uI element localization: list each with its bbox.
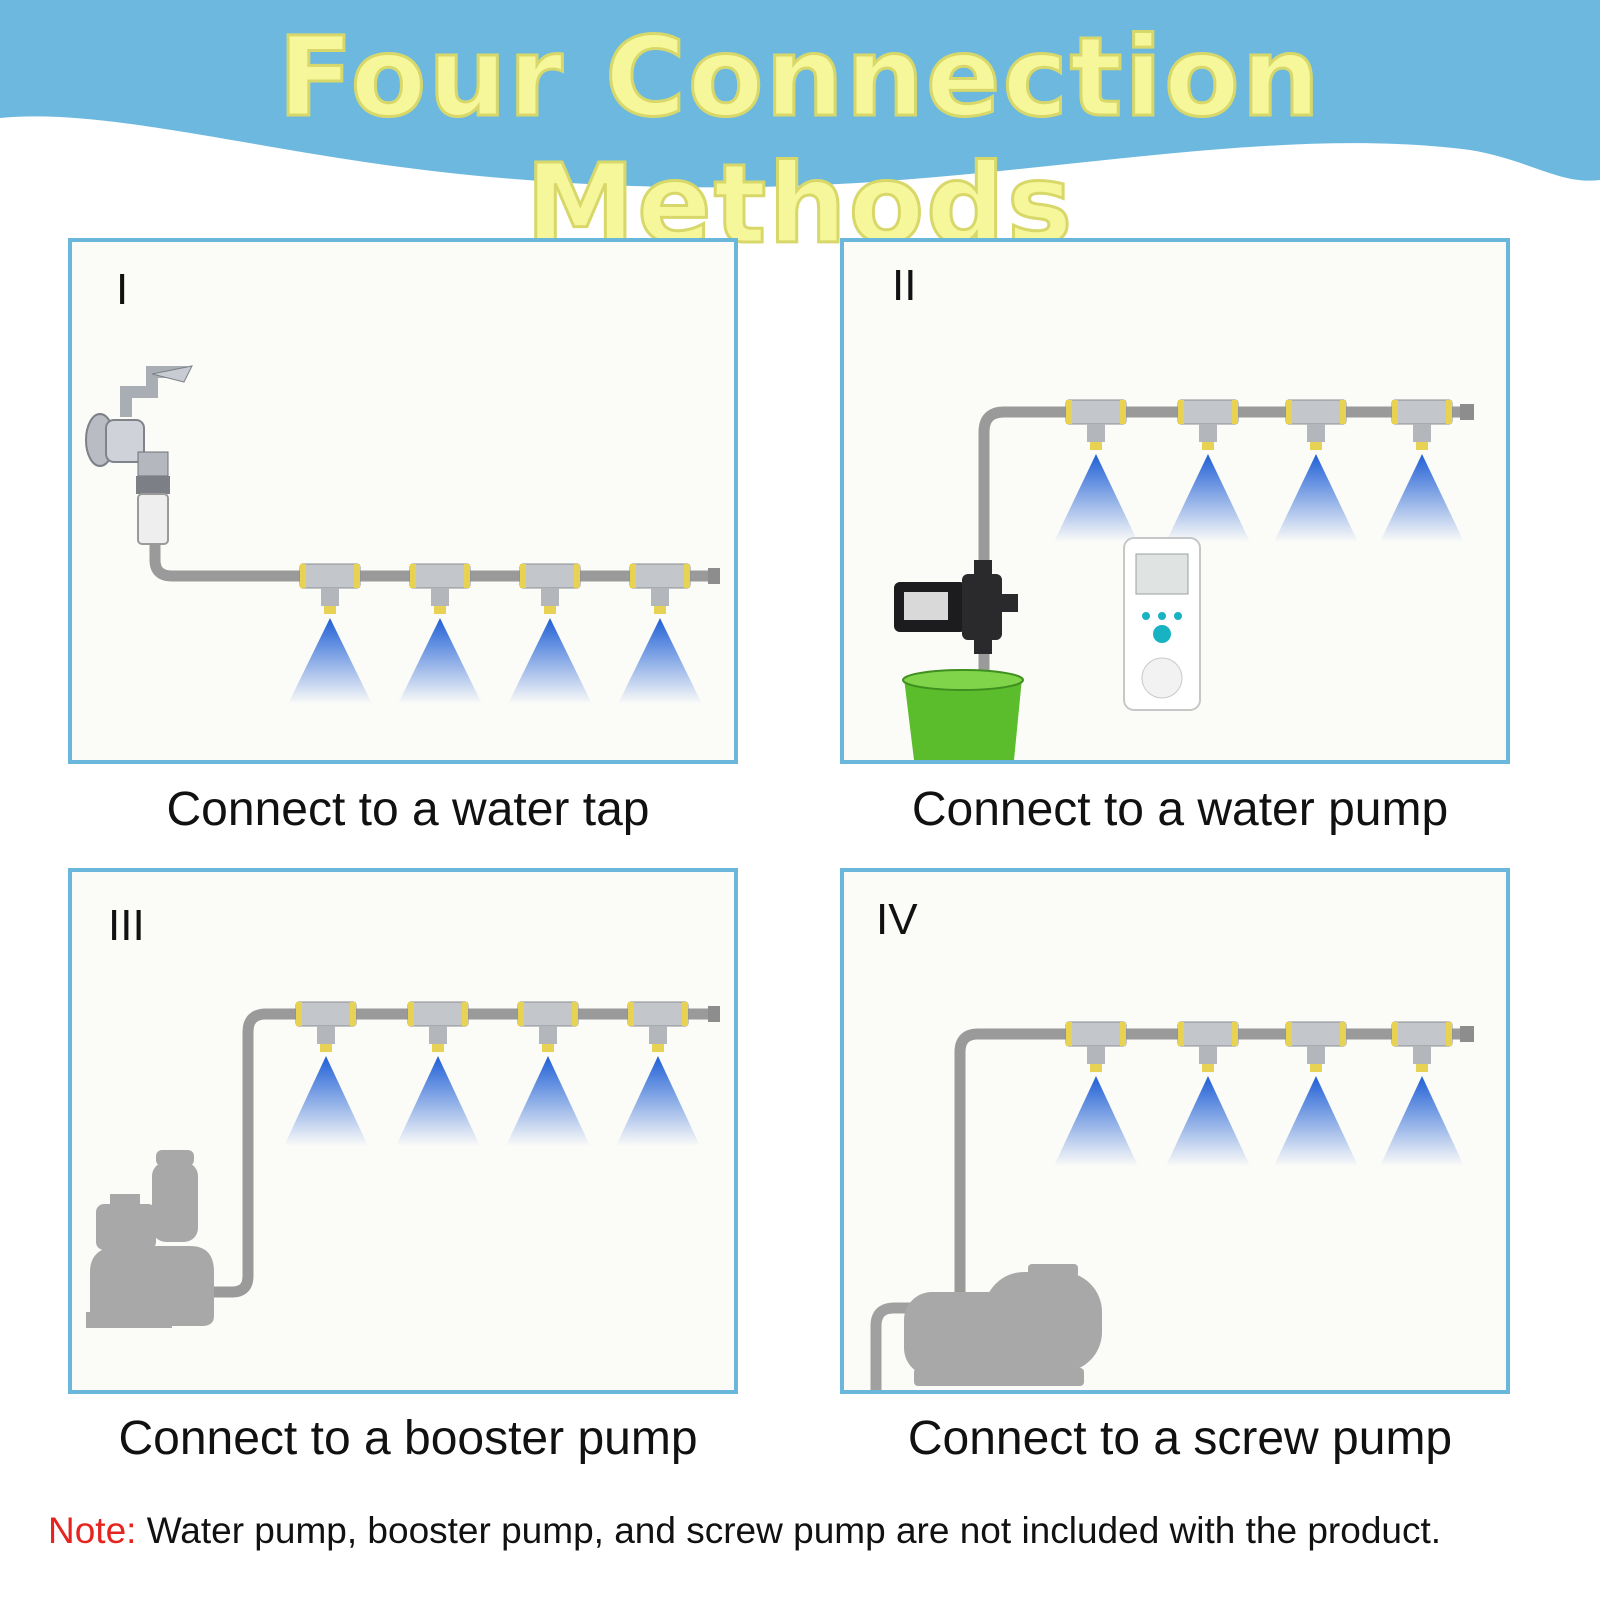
title-banner bbox=[0, 0, 1600, 188]
panel-numeral: I bbox=[116, 265, 129, 314]
panel-screw-pump: IV bbox=[840, 868, 1510, 1394]
panel-numeral: II bbox=[892, 261, 917, 310]
water-pump-diagram bbox=[894, 399, 1474, 760]
diaphragm-pump-icon bbox=[894, 560, 1018, 654]
screw-pump-icon bbox=[904, 1264, 1102, 1386]
caption-screw-pump: Connect to a screw pump bbox=[907, 1412, 1453, 1465]
caption-booster-pump: Connect to a booster pump bbox=[118, 1412, 698, 1465]
note: Note: Water pump, booster pump, and scre… bbox=[48, 1510, 1568, 1552]
booster-pump-diagram bbox=[86, 1001, 720, 1328]
panel-numeral: III bbox=[108, 901, 145, 950]
note-label: Note: bbox=[48, 1510, 137, 1551]
water-tap-diagram bbox=[85, 365, 720, 704]
timer-socket-icon bbox=[1123, 537, 1201, 711]
booster-pump-icon bbox=[86, 1150, 214, 1328]
screw-pump-diagram bbox=[870, 1021, 1474, 1390]
nozzle-group bbox=[288, 563, 702, 704]
faucet-icon bbox=[85, 365, 193, 545]
panel-numeral: IV bbox=[876, 895, 918, 944]
panel-water-pump: II bbox=[840, 238, 1510, 764]
caption-water-pump: Connect to a water pump bbox=[911, 783, 1449, 836]
note-text: Water pump, booster pump, and screw pump… bbox=[136, 1510, 1442, 1551]
panel-booster-pump: III bbox=[68, 868, 738, 1394]
panel-water-tap: I bbox=[68, 238, 738, 764]
bucket-icon bbox=[902, 669, 1024, 760]
caption-water-tap: Connect to a water tap bbox=[166, 783, 650, 836]
page-title: Four Connection Methods bbox=[276, 12, 1322, 268]
